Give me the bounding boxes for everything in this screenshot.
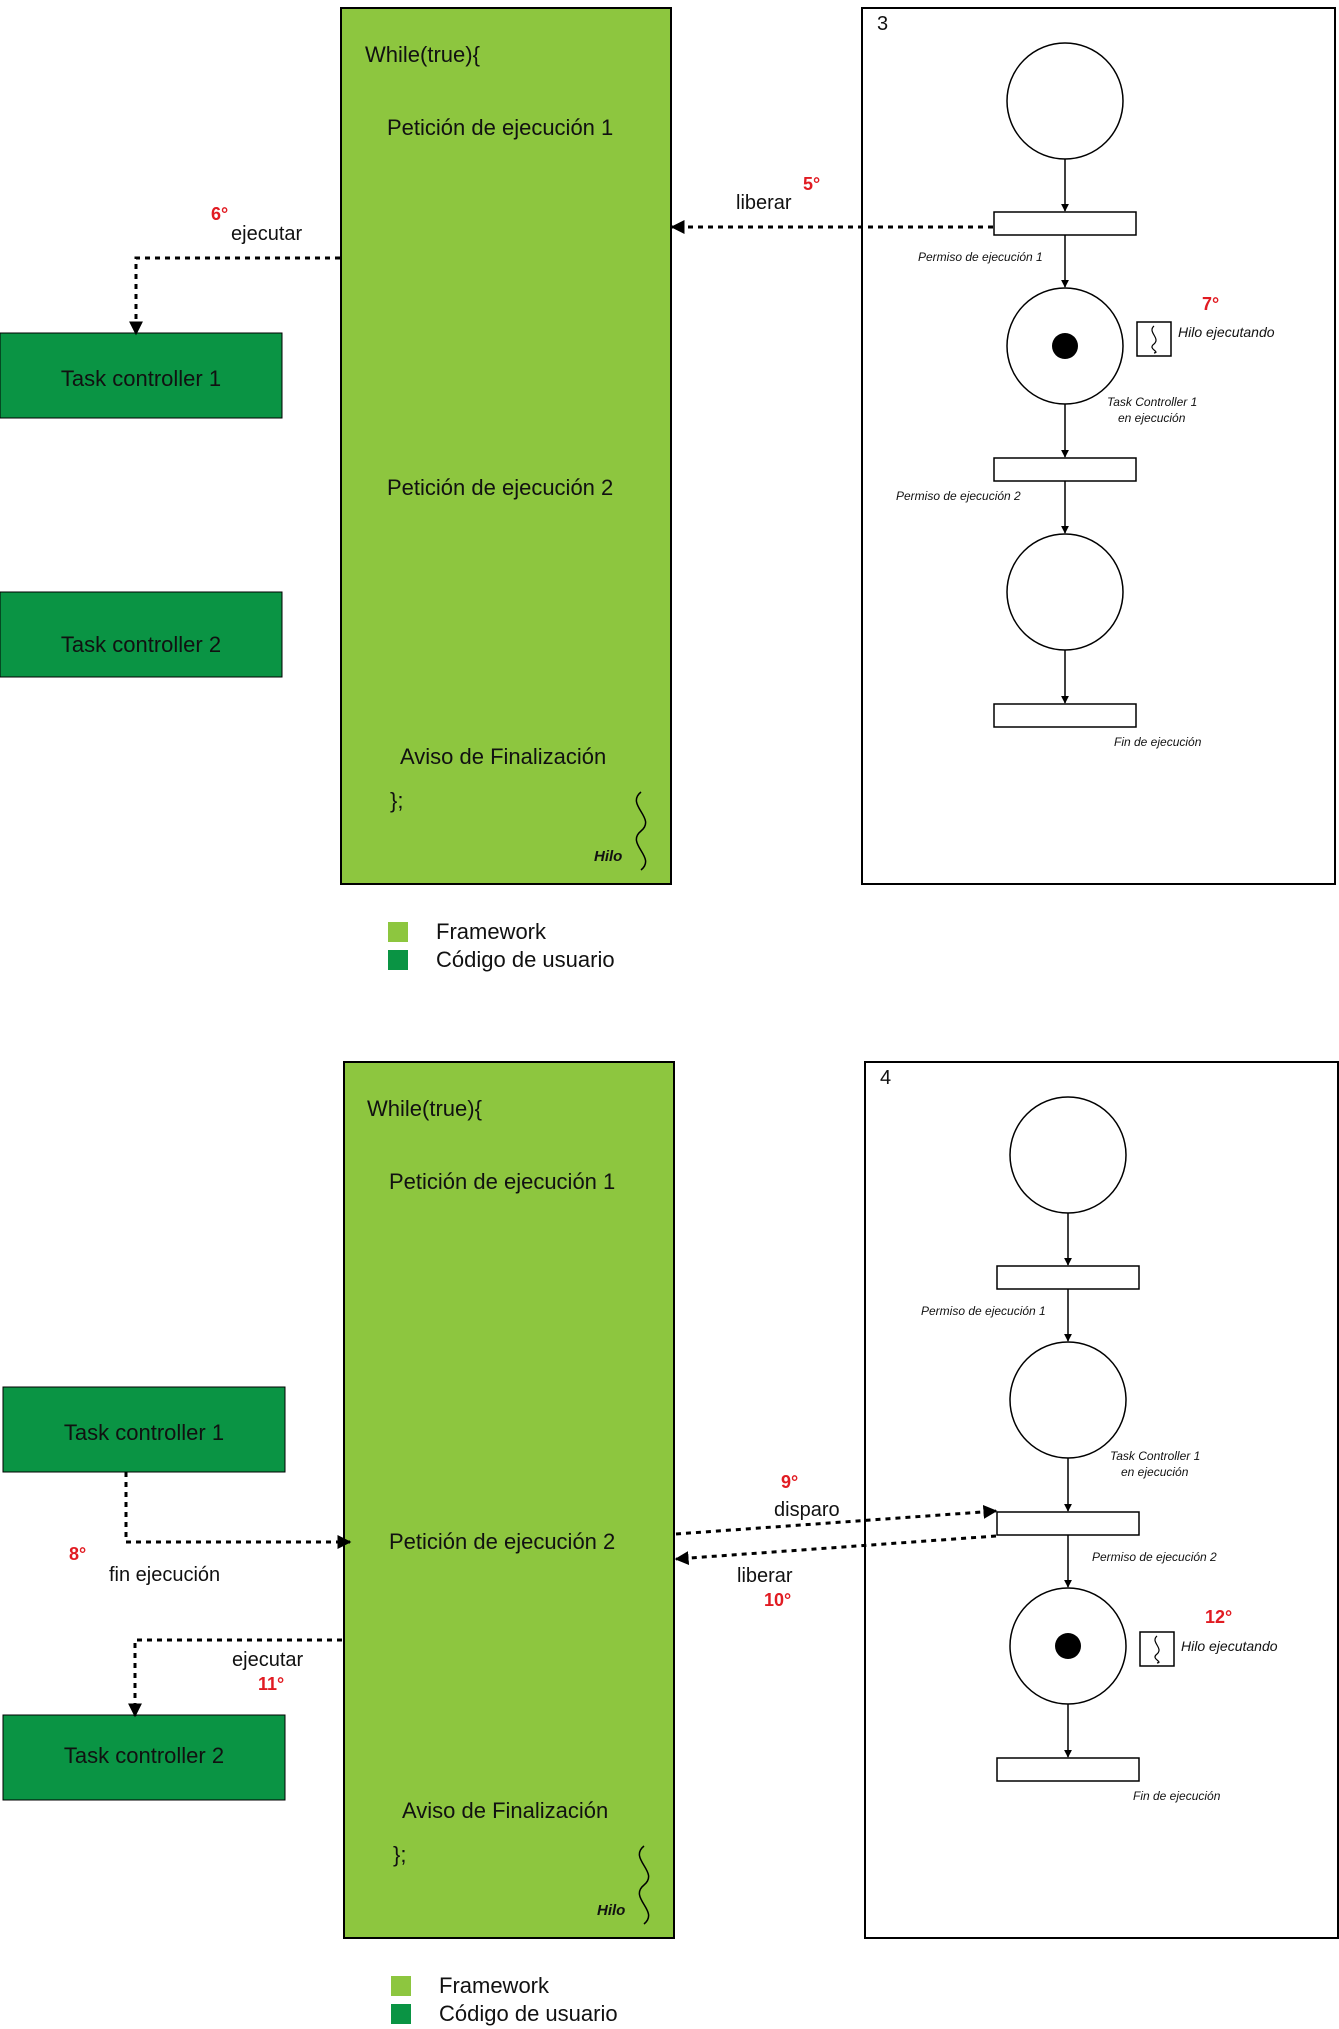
thread-running-step: 7° [1202,294,1219,314]
thread-label: Hilo [597,1902,625,1919]
panel-number: 4 [880,1067,891,1089]
transition-1 [996,1265,1140,1290]
close-brace: }; [390,788,403,813]
execute-label: ejecutar [231,223,302,245]
transition-2-label: Permiso de ejecución 2 [896,489,1021,503]
end-execution-label: fin ejecución [109,1564,220,1586]
panel-3: While(true){ Petición de ejecución 1 Pet… [0,7,1336,972]
execute-arrow [129,256,340,336]
petri-net-box [864,1061,1339,1939]
task-controller-2-label: Task controller 2 [61,632,221,657]
legend-user-code-label: Código de usuario [436,947,615,972]
place-2-label-line-1: Task Controller 1 [1110,1449,1200,1463]
task-controller-1-box [0,332,283,419]
thread-label: Hilo [594,848,622,865]
request-1-label: Petición de ejecución 1 [387,115,613,140]
thread-running-icon [1151,325,1157,354]
panel-4: While(true){ Petición de ejecución 1 Pet… [2,1061,1339,2026]
task-controller-1-box [2,1386,286,1473]
thread-running-label: Hilo ejecutando [1178,324,1275,340]
thread-squiggle-icon [635,791,647,871]
legend-user-code-swatch [391,2004,411,2024]
panel-number: 3 [877,13,888,35]
place-3 [1006,533,1124,651]
release-arrow [674,1534,997,1566]
place-2-label-line-2: en ejecución [1121,1465,1189,1479]
transition-1-label: Permiso de ejecución 1 [921,1304,1046,1318]
transition-3-label: Fin de ejecución [1114,735,1202,749]
fire-label: disparo [774,1499,840,1521]
petri-net-box [861,7,1336,885]
task-controller-2-box [2,1714,286,1801]
finish-notice-label: Aviso de Finalización [400,744,606,769]
thread-running-icon [1154,1635,1160,1664]
place-2-label-line-1: Task Controller 1 [1107,395,1197,409]
thread-running-icon-box [1136,321,1172,357]
framework-box [343,1061,675,1939]
release-label: liberar [737,1565,793,1587]
task-controller-1-label: Task controller 1 [61,366,221,391]
request-1-label: Petición de ejecución 1 [389,1169,615,1194]
place-2-label-line-2: en ejecución [1118,411,1186,425]
fire-arrow [675,1504,998,1536]
place-1 [1006,42,1124,160]
while-header: While(true){ [367,1096,482,1121]
while-header: While(true){ [365,42,480,67]
place-2 [1009,1341,1127,1459]
transition-3 [993,703,1137,728]
task-controller-2-label: Task controller 2 [64,1743,224,1768]
execute-step: 6° [211,204,228,224]
task-controller-1-label: Task controller 1 [64,1420,224,1445]
thread-running-step: 12° [1205,1607,1232,1627]
token [1055,1633,1081,1659]
finish-notice-label: Aviso de Finalización [402,1798,608,1823]
transition-3 [996,1757,1140,1782]
transition-2-label: Permiso de ejecución 2 [1092,1550,1217,1564]
legend-framework-swatch [391,1976,411,1996]
thread-running-label: Hilo ejecutando [1181,1638,1278,1654]
thread-squiggle-icon [638,1845,650,1925]
transition-1-label: Permiso de ejecución 1 [918,250,1043,264]
end-execution-arrow [124,1472,352,1549]
token [1052,333,1078,359]
legend-user-code-label: Código de usuario [439,2001,618,2026]
place-1 [1009,1096,1127,1214]
end-execution-step: 8° [69,1544,86,1564]
legend-framework-label: Framework [439,1973,550,1998]
close-brace: }; [393,1842,406,1867]
request-2-label: Petición de ejecución 2 [387,475,613,500]
legend-user-code-swatch [388,950,408,970]
fire-step: 9° [781,1472,798,1492]
legend-framework-label: Framework [436,919,547,944]
thread-running-icon-box [1139,1631,1175,1667]
transition-1 [993,211,1137,236]
execute-step: 11° [258,1674,284,1694]
legend-framework-swatch [388,922,408,942]
execute-label: ejecutar [232,1649,303,1671]
release-step: 10° [764,1590,791,1610]
framework-box [340,7,672,885]
release-step: 5° [803,174,820,194]
task-controller-2-box [0,591,283,678]
transition-2 [996,1511,1140,1536]
request-2-label: Petición de ejecución 2 [389,1529,615,1554]
transition-2 [993,457,1137,482]
release-label: liberar [736,192,792,214]
transition-3-label: Fin de ejecución [1133,1789,1221,1803]
